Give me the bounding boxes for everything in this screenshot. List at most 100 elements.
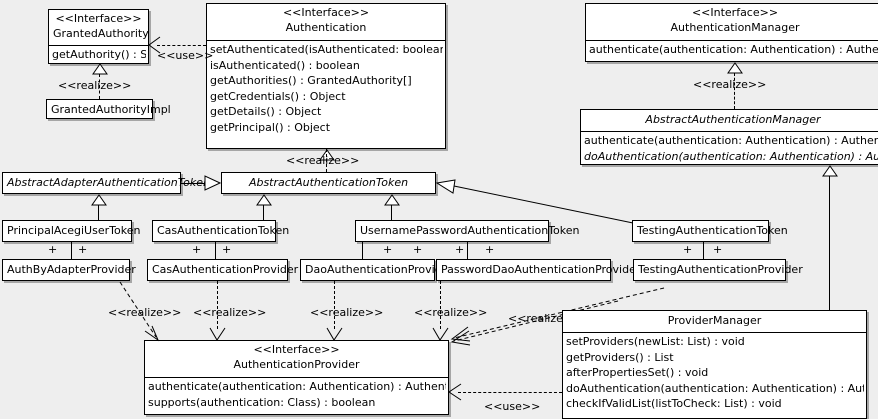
class-header-testing-authentication-token: TestingAuthenticationToken	[633, 221, 788, 242]
class-name-dao-authentication-provider: DaoAuthenticationProvider	[305, 263, 453, 276]
association-multiplicity-plus: +	[485, 243, 495, 256]
member: checkIfValidList(listToCheck: List) : vo…	[566, 397, 782, 410]
class-header-abstract-authentication-token: AbstractAuthenticationToken	[222, 173, 435, 194]
class-box-testing-authentication-token[interactable]: TestingAuthenticationToken	[632, 220, 788, 242]
member: setProviders(newList: List) : void	[566, 335, 745, 348]
association-multiplicity-plus: +	[713, 243, 723, 256]
edge-label-use-granted-authority: <<use>>	[157, 49, 214, 62]
generalization-arrowhead-adapter-token	[204, 175, 222, 191]
edge-realize-granted-authority-impl	[99, 74, 100, 99]
edge-realize-abstract-authentication-token	[326, 149, 327, 172]
association-multiplicity-plus: +	[683, 243, 693, 256]
class-header-dao-authentication-provider: DaoAuthenticationProvider	[301, 260, 453, 281]
class-header-granted-authority: <<Interface>> GrantedAuthority	[49, 10, 149, 46]
class-box-dao-authentication-provider[interactable]: DaoAuthenticationProvider	[300, 259, 453, 281]
association-multiplicity-plus: +	[413, 243, 423, 256]
edge-realize-cas-provider	[217, 281, 218, 329]
class-name-abstract-adapter-authentication-token: AbstractAdapterAuthenticationToken	[7, 176, 210, 189]
class-box-auth-by-adapter-provider[interactable]: AuthByAdapterProvider	[2, 259, 136, 281]
association-multiplicity-plus: +	[78, 243, 88, 256]
open-arrowhead-use-granted-authority	[148, 36, 161, 54]
edge-realize-auth-by-adapter	[119, 281, 160, 342]
class-box-granted-authority[interactable]: <<Interface>> GrantedAuthority getAuthor…	[48, 9, 149, 64]
class-name-cas-authentication-token: CasAuthenticationToken	[157, 224, 290, 237]
member: doAuthentication(authentication: Authent…	[566, 381, 864, 395]
edge-label-realize-password-dao-provider: <<realize>>	[414, 306, 488, 319]
edge-label-realize-auth-by-adapter: <<realize>>	[108, 306, 182, 319]
association-multiplicity-plus: +	[192, 243, 202, 256]
member: getAuthorities() : GrantedAuthority[]	[210, 74, 412, 87]
class-box-authentication-manager[interactable]: <<Interface>> AuthenticationManager auth…	[585, 3, 878, 62]
member: afterPropertiesSet() : void	[566, 366, 709, 379]
edge-label-realize-cas-provider: <<realize>>	[193, 306, 267, 319]
association-multiplicity-plus: +	[222, 243, 232, 256]
class-name-password-dao-authentication-provider: PasswordDaoAuthenticationProvider	[441, 263, 641, 276]
class-name-cas-authentication-provider: CasAuthenticationProvider	[152, 263, 299, 276]
edge-generalization-principal-acegi-user-token	[98, 205, 99, 220]
edge-realize-password-dao-provider	[440, 281, 441, 329]
member: supports(authentication: Class) : boolea…	[148, 395, 376, 409]
class-name-username-password-authentication-token: UsernamePasswordAuthenticationToken	[360, 224, 580, 237]
class-box-principal-acegi-user-token[interactable]: PrincipalAcegiUserToken	[2, 220, 140, 242]
edge-generalization-username-password-token	[391, 205, 392, 220]
class-members-authentication: setAuthenticated(isAuthenticated: boolea…	[207, 41, 445, 137]
class-members-provider-manager: setProviders(newList: List) : void getPr…	[563, 333, 866, 414]
class-box-authentication[interactable]: <<Interface>> Authentication setAuthenti…	[206, 3, 446, 149]
edge-generalization-cas-authentication-token	[263, 205, 264, 220]
stereotype-interface: <<Interface>>	[55, 12, 142, 25]
class-name-granted-authority-impl: GrantedAuthorityImpl	[51, 103, 171, 116]
class-box-username-password-authentication-token[interactable]: UsernamePasswordAuthenticationToken	[355, 220, 580, 242]
class-box-cas-authentication-token[interactable]: CasAuthenticationToken	[152, 220, 290, 242]
edge-label-realize-dao-provider: <<realize>>	[310, 306, 384, 319]
class-header-principal-acegi-user-token: PrincipalAcegiUserToken	[3, 221, 140, 242]
class-header-authentication-provider: <<Interface>> AuthenticationProvider	[145, 341, 448, 378]
edge-generalization-testing-token	[435, 179, 634, 224]
member: getProviders() : List	[566, 350, 674, 364]
class-header-password-dao-authentication-provider: PasswordDaoAuthenticationProvider	[437, 260, 641, 281]
member: doAuthentication(authentication: Authent…	[584, 149, 878, 163]
class-name-provider-manager: ProviderManager	[667, 314, 762, 327]
class-name-testing-authentication-token: TestingAuthenticationToken	[637, 224, 788, 237]
edge-association-username-dao	[362, 242, 363, 260]
edge-realize-testing-provider	[450, 287, 665, 342]
member: authenticate(authentication: Authenticat…	[148, 380, 446, 393]
stereotype-interface: <<Interface>>	[282, 6, 370, 19]
class-box-testing-authentication-provider[interactable]: TestingAuthenticationProvider	[633, 259, 803, 281]
member: authenticate(authentication: Authenticat…	[589, 43, 878, 56]
class-members-abstract-authentication-manager: authenticate(authentication: Authenticat…	[581, 132, 878, 166]
class-box-cas-authentication-provider[interactable]: CasAuthenticationProvider	[147, 259, 299, 281]
class-name-abstract-authentication-token: AbstractAuthenticationToken	[248, 176, 409, 189]
class-box-abstract-authentication-manager[interactable]: AbstractAuthenticationManager authentica…	[580, 109, 878, 165]
class-box-abstract-authentication-token[interactable]: AbstractAuthenticationToken	[221, 172, 436, 194]
member: getPrincipal() : Object	[210, 120, 331, 134]
class-name-abstract-authentication-manager: AbstractAuthenticationManager	[645, 113, 821, 126]
member: getAuthority() : String	[52, 48, 146, 61]
class-members-authentication-manager: authenticate(authentication: Authenticat…	[586, 41, 878, 60]
association-multiplicity-plus: +	[383, 243, 393, 256]
edge-use-provider-manager	[458, 392, 562, 393]
edge-association-cas-token-provider	[215, 242, 216, 260]
class-members-granted-authority: getAuthority() : String	[49, 46, 148, 65]
class-box-authentication-provider[interactable]: <<Interface>> AuthenticationProvider aut…	[144, 340, 449, 415]
edge-realize-dao-provider	[334, 281, 335, 329]
association-multiplicity-plus: +	[48, 243, 58, 256]
class-box-granted-authority-impl[interactable]: GrantedAuthorityImpl	[46, 99, 171, 119]
member: getDetails() : Object	[210, 105, 322, 118]
generalization-arrowhead-username-password-token	[384, 194, 400, 206]
class-header-authentication-manager: <<Interface>> AuthenticationManager	[586, 4, 878, 41]
class-header-abstract-authentication-manager: AbstractAuthenticationManager	[581, 110, 878, 132]
open-arrowhead-use-provider-manager	[448, 383, 462, 401]
class-box-abstract-adapter-authentication-token[interactable]: AbstractAdapterAuthenticationToken	[2, 172, 210, 194]
class-name-granted-authority: GrantedAuthority	[53, 27, 149, 40]
edge-realize-abstract-authentication-manager	[734, 73, 735, 109]
class-header-granted-authority-impl: GrantedAuthorityImpl	[47, 100, 171, 119]
class-box-password-dao-authentication-provider[interactable]: PasswordDaoAuthenticationProvider	[436, 259, 641, 281]
member: getCredentials() : Object	[210, 89, 346, 103]
edge-label-realize-abstract-authentication-token: <<realize>>	[286, 154, 360, 167]
class-header-cas-authentication-token: CasAuthenticationToken	[153, 221, 290, 242]
edge-use-granted-authority	[157, 45, 206, 46]
class-box-provider-manager[interactable]: ProviderManager setProviders(newList: Li…	[562, 310, 867, 419]
class-name-authentication: Authentication	[285, 21, 367, 34]
class-name-auth-by-adapter-provider: AuthByAdapterProvider	[7, 263, 136, 276]
